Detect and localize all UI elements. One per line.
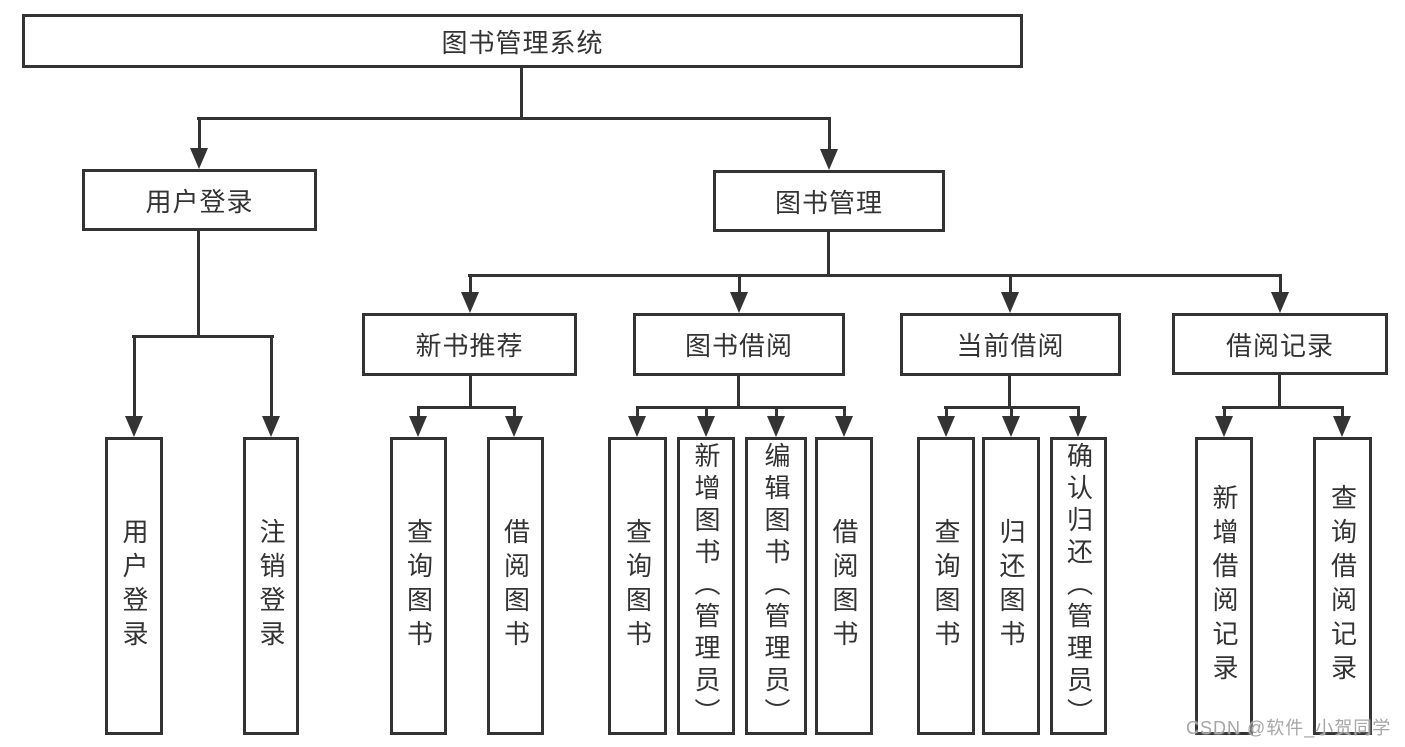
node-label: 图书管理系统 [441, 27, 604, 58]
node-label: 确认归还（管理员） [1063, 442, 1094, 730]
arrow-down-icon [767, 406, 785, 437]
connector-hline [197, 117, 831, 120]
leaf-add-borrow-record: 新增借阅记录 [1195, 437, 1253, 735]
connector-vline [1278, 375, 1281, 409]
node-library-system: 图书管理系统 [22, 14, 1023, 68]
arrow-down-icon [409, 406, 427, 437]
connector-vline [1008, 376, 1011, 409]
node-label: 新增借阅记录 [1209, 484, 1239, 688]
arrow-down-icon [1333, 406, 1351, 437]
watermark-text: CSDN @软件_小贺同学 [1186, 718, 1392, 738]
node-book-management: 图书管理 [713, 170, 945, 232]
arrow-down-icon [190, 117, 208, 169]
leaf-edit-books-admin: 编辑图书（管理员） [745, 437, 807, 735]
leaf-confirm-return-admin: 确认归还（管理员） [1050, 437, 1107, 735]
connector-vline [197, 231, 200, 338]
node-label: 图书借阅 [684, 331, 793, 361]
arrow-down-icon [1069, 406, 1087, 437]
connector-vline [469, 376, 472, 409]
node-borrow-records: 借阅记录 [1172, 313, 1388, 375]
arrow-down-icon [1215, 406, 1233, 437]
node-label: 编辑图书（管理员） [761, 442, 791, 730]
connector-vline [520, 68, 523, 120]
node-new-book-recommend: 新书推荐 [362, 313, 577, 376]
arrow-down-icon [835, 406, 853, 437]
leaf-add-books-admin: 新增图书（管理员） [677, 437, 735, 735]
node-label: 借阅记录 [1225, 330, 1334, 361]
leaf-user-login: 用户登录 [105, 437, 163, 735]
node-label: 新增图书（管理员） [691, 442, 721, 730]
arrow-down-icon [937, 406, 955, 437]
node-current-borrow: 当前借阅 [900, 313, 1121, 376]
arrow-down-icon [1271, 274, 1289, 313]
arrow-down-icon [1001, 274, 1019, 313]
arrow-down-icon [262, 335, 280, 437]
node-label: 查询借阅记录 [1327, 484, 1358, 688]
node-label: 查询图书 [403, 518, 434, 654]
connector-vline [827, 232, 830, 277]
arrow-down-icon [628, 406, 646, 437]
arrow-down-icon [697, 406, 715, 437]
node-label: 图书管理 [774, 187, 883, 218]
node-label: 归还图书 [996, 518, 1026, 654]
leaf-query-books-borrow: 查询图书 [608, 437, 667, 735]
leaf-return-books: 归还图书 [982, 437, 1040, 735]
connector-hline [636, 406, 846, 409]
leaf-borrow-books-borrow: 借阅图书 [815, 437, 873, 735]
arrow-down-icon [1002, 406, 1020, 437]
node-book-borrow: 图书借阅 [633, 313, 845, 376]
connector-hline [417, 406, 516, 409]
connector-hline [468, 274, 1282, 277]
leaf-borrow-books-recommend: 借阅图书 [487, 437, 544, 735]
connector-hline [132, 335, 274, 338]
node-label: 当前借阅 [956, 331, 1065, 361]
node-label: 注销登录 [256, 518, 286, 654]
node-label: 查询图书 [622, 518, 653, 654]
arrow-down-icon [820, 117, 838, 170]
arrow-down-icon [125, 335, 143, 437]
arrow-down-icon [461, 274, 479, 313]
leaf-query-books-current: 查询图书 [917, 437, 975, 735]
connector-vline [737, 376, 740, 409]
leaf-query-books-recommend: 查询图书 [390, 437, 447, 735]
node-label: 新书推荐 [415, 331, 524, 361]
node-label: 借阅图书 [500, 518, 531, 654]
connector-hline [1222, 406, 1344, 409]
node-label: 用户登录 [145, 186, 254, 217]
leaf-logout-login: 注销登录 [243, 437, 299, 735]
node-label: 查询图书 [931, 518, 961, 654]
leaf-query-borrow-record: 查询借阅记录 [1313, 437, 1372, 735]
node-label: 借阅图书 [829, 518, 859, 654]
node-user-login: 用户登录 [82, 169, 317, 231]
arrow-down-icon [730, 274, 748, 313]
arrow-down-icon [505, 406, 523, 437]
node-label: 用户登录 [119, 518, 149, 654]
